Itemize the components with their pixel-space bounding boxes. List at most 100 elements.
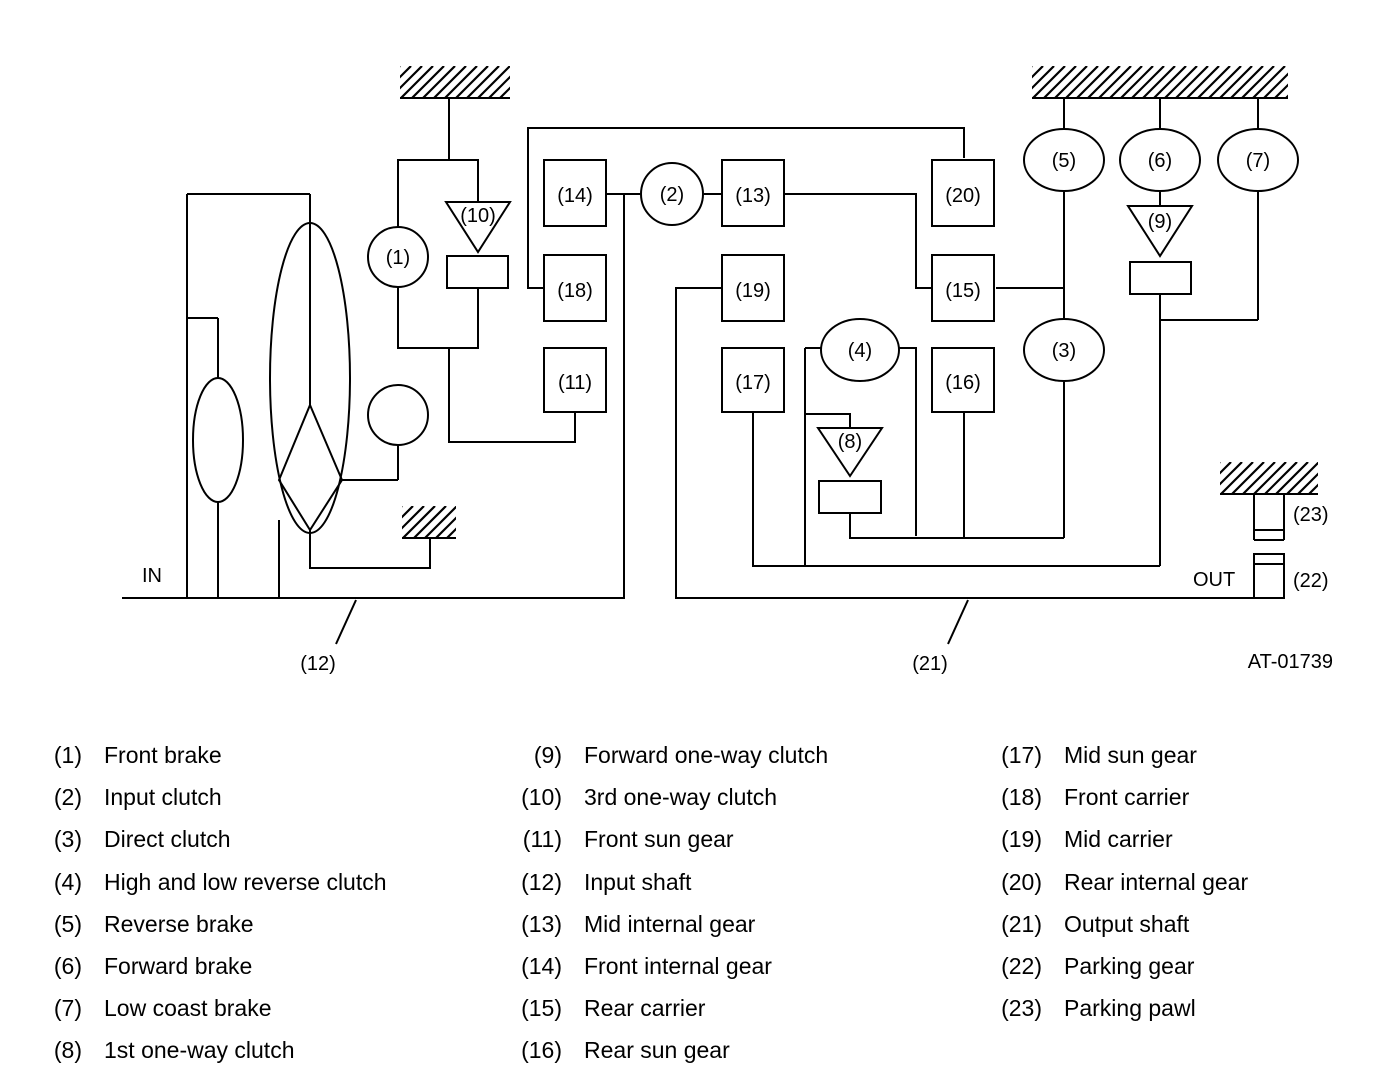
svg-text:(17): (17) (735, 372, 771, 394)
legend-item: (19)Mid carrier (0, 824, 1376, 854)
label-input-shaft: (12) (300, 653, 336, 675)
legend-item: (8) 1st one-way clutch (0, 1035, 1376, 1065)
hatch-stroke (435, 516, 456, 538)
legend-item: (10)3rd one-way clutch (0, 782, 1376, 812)
component-2: (2) (640, 162, 704, 226)
hatch-stroke (488, 75, 510, 98)
legend-number: (13) (521, 910, 562, 937)
legend-item: (9)Forward one-way clutch (0, 740, 1376, 770)
component-18: (18) (543, 254, 607, 322)
hatch-stroke (1131, 66, 1165, 98)
legend-item: (20)Rear internal gear (0, 867, 1376, 897)
hatch-stroke (1231, 462, 1265, 494)
svg-text:(19): (19) (735, 280, 771, 302)
svg-text:(3): (3) (1052, 340, 1076, 362)
hatch-stroke (1220, 462, 1232, 475)
hatch-stroke (1230, 66, 1264, 98)
legend-description: Parking pawl (1064, 995, 1196, 1022)
hatch-stroke (1032, 66, 1066, 98)
legend-item: (13) Mid internal gear (0, 909, 1376, 939)
legend-item: (11) Front sun gear (0, 824, 1376, 854)
hatch-stroke (400, 66, 434, 98)
hatch-stroke (1219, 66, 1253, 98)
component-20: (20) (931, 159, 995, 227)
legend-number: (11) (522, 826, 562, 853)
legend-number: (14) (521, 953, 562, 979)
legend-item: (16) Rear sun gear (0, 1035, 1376, 1065)
legend-number: (18) (1001, 784, 1042, 811)
hatch-stroke (1032, 66, 1044, 79)
hatch-stroke (1275, 462, 1309, 494)
hatch-stroke (1220, 462, 1243, 486)
hatch-stroke (1274, 83, 1288, 98)
converter-circle (367, 384, 429, 446)
ground-hatch-top-left (400, 66, 510, 99)
hatch-stroke (1142, 66, 1176, 98)
legend-description: Front sun gear (584, 826, 734, 853)
component-15: (15) (931, 254, 995, 322)
legend-item: (21)Output shaft (0, 909, 1376, 939)
svg-text:(5): (5) (1052, 150, 1076, 172)
legend-number: (3) (53, 826, 82, 853)
legend-description: Input shaft (584, 868, 692, 895)
figure-id: AT-01739 (1248, 651, 1333, 673)
legend-description: Front internal gear (584, 953, 772, 979)
hatch-stroke (402, 506, 414, 519)
component-23: (23) (1253, 494, 1329, 541)
hatch-stroke (1043, 66, 1077, 98)
legend-item: (18)Front carrier (0, 782, 1376, 812)
component-6: (6) (1119, 128, 1201, 192)
legend-number: (16) (521, 1037, 562, 1064)
legend-number: (4) (53, 868, 82, 895)
legend-description: Reverse brake (104, 910, 254, 937)
svg-text:(14): (14) (557, 185, 593, 207)
converter-ellipse-small (192, 377, 244, 503)
legend-number: (17) (1001, 742, 1042, 768)
hatch-stroke (1297, 472, 1318, 494)
component-3: (3) (1023, 318, 1105, 382)
legend-description: Parking gear (1064, 953, 1195, 979)
component-16: (16) (931, 347, 995, 413)
svg-text:(20): (20) (945, 185, 981, 207)
hatch-stroke (1208, 66, 1242, 98)
hatch-stroke (1032, 66, 1055, 90)
hatch-stroke (1286, 462, 1318, 494)
hatch-stroke (1109, 66, 1143, 98)
svg-text:(9): (9) (1148, 211, 1172, 233)
hatch-stroke (1164, 66, 1198, 98)
legend-description: Direct clutch (104, 826, 231, 853)
svg-text:(6): (6) (1148, 150, 1172, 172)
legend-item: (22)Parking gear (0, 951, 1376, 981)
legend-number: (8) (53, 1037, 82, 1064)
legend-description: 1st one-way clutch (104, 1037, 295, 1064)
legend-description: High and low reverse clutch (104, 868, 387, 895)
legend-description: Rear sun gear (584, 1037, 730, 1064)
svg-text:(8): (8) (838, 431, 862, 453)
component-4: (4) (820, 318, 900, 382)
hatch-stroke (1253, 462, 1287, 494)
hatch-stroke (1241, 66, 1275, 98)
component-10: (10) (444, 201, 512, 289)
legend-number: (2) (53, 784, 82, 811)
hatch-stroke (446, 527, 456, 538)
torque-converter (269, 222, 351, 534)
legend-item: (14) Front internal gear (0, 951, 1376, 981)
legend-description: Mid carrier (1064, 826, 1173, 853)
component-14: (14) (543, 159, 607, 227)
svg-text:(16): (16) (945, 372, 981, 394)
hatch-stroke (1186, 66, 1220, 98)
hatch-stroke (1308, 483, 1318, 494)
component-1: (1) (367, 226, 429, 288)
ground-hatch-top-right (1032, 66, 1288, 99)
legend-item: (23)Parking pawl (0, 993, 1376, 1023)
legend-number: (15) (521, 995, 562, 1022)
legend-description: Mid internal gear (584, 910, 756, 937)
svg-text:(10): (10) (460, 205, 496, 227)
legend-description: 3rd one-way clutch (584, 784, 778, 811)
svg-text:(11): (11) (558, 372, 592, 394)
legend-number: (5) (53, 910, 82, 937)
hatch-stroke (402, 506, 425, 530)
hatch-stroke (1098, 66, 1132, 98)
hatch-stroke (411, 66, 445, 98)
